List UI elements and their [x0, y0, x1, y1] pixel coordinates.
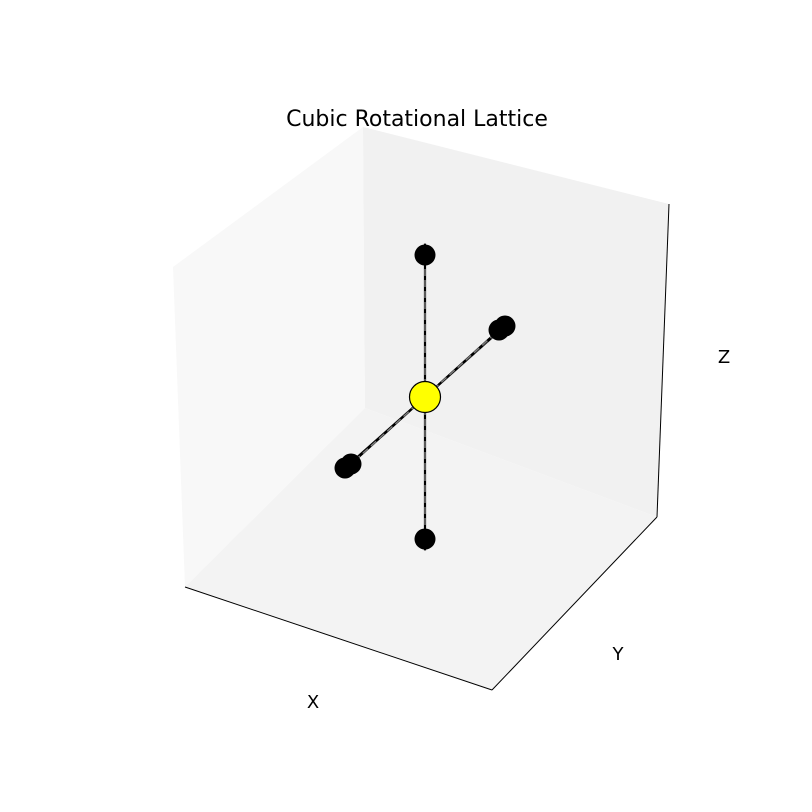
back-pane-yz — [173, 127, 669, 690]
lattice-point-4 — [414, 244, 436, 266]
pane-left — [173, 127, 365, 587]
y-axis-label: Y — [612, 644, 625, 665]
x-axis-label: X — [307, 692, 319, 713]
pane-right — [363, 127, 669, 517]
z-axis-label: Z — [718, 347, 730, 368]
center-atom — [408, 380, 442, 414]
z-axis-line — [656, 203, 670, 518]
lattice-point-2 — [488, 319, 510, 341]
axis-edges — [184, 203, 670, 691]
x-axis-line — [184, 586, 493, 691]
lattice-point-5 — [414, 528, 436, 550]
chart-title: Cubic Rotational Lattice — [286, 107, 548, 132]
lattice-layer — [334, 243, 516, 551]
y-axis-line — [491, 516, 658, 691]
lattice-point-3 — [340, 453, 362, 475]
pane-floor — [185, 408, 657, 690]
